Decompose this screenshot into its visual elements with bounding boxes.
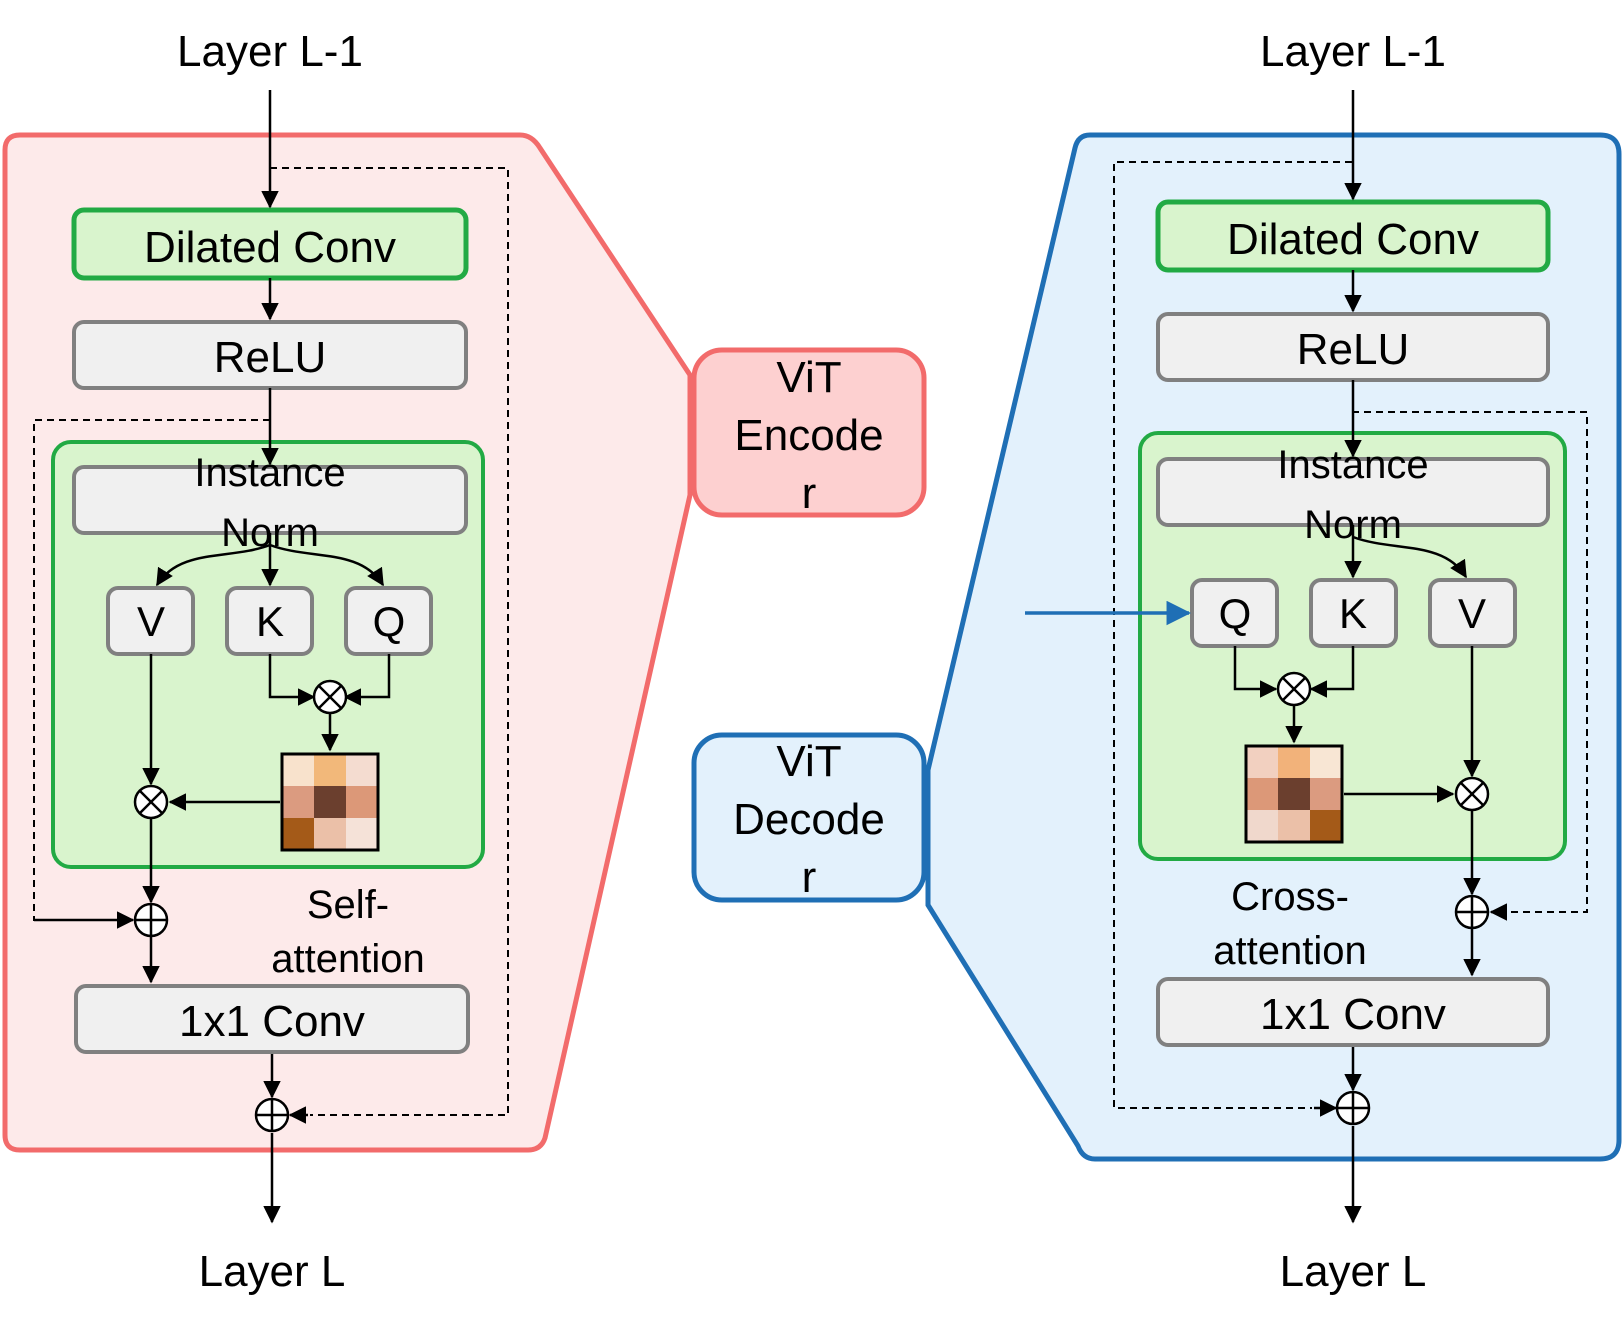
vit-decoder-line1: ViT: [776, 737, 841, 786]
attention-map-cell: [1310, 746, 1342, 778]
encoder-conv1x1-label: 1x1 Conv: [179, 997, 365, 1046]
encoder-v-label: V: [137, 598, 165, 645]
vit-encoder-box: [691, 347, 927, 518]
encoder-kq-multiply-icon: [312, 679, 348, 715]
attention-map-cell: [346, 818, 378, 850]
attention-map-cell: [1278, 810, 1310, 842]
attention-map-cell: [1310, 810, 1342, 842]
decoder-qk-multiply-icon: [1276, 671, 1312, 707]
attention-map-cell: [346, 754, 378, 786]
encoder-outer-add-icon: [254, 1097, 290, 1133]
attention-map-cell: [1246, 746, 1278, 778]
attention-map-cell: [1246, 810, 1278, 842]
decoder-inner-add-icon: [1454, 894, 1490, 930]
decoder-dilated-conv-label: Dilated Conv: [1227, 215, 1479, 264]
encoder-relu-label: ReLU: [214, 333, 327, 382]
vit-decoder-line3: r: [802, 853, 817, 902]
vit-decoder-line2: Decode: [733, 795, 885, 844]
attention-map-cell: [1278, 746, 1310, 778]
decoder-output-label: Layer L: [1280, 1247, 1427, 1296]
encoder-inner-add-icon: [133, 902, 169, 938]
decoder-outer-residual: [1113, 161, 1352, 1109]
decoder-attention-label-line2: attention: [1213, 929, 1366, 973]
vit-encoder-line2: Encode: [734, 411, 883, 460]
decoder-inner-residual: [1352, 411, 1588, 913]
encoder-outer-residual: [270, 167, 509, 1116]
decoder-attention-label-line1: Cross-: [1231, 875, 1349, 919]
attention-map-cell: [1310, 778, 1342, 810]
attention-map-cell: [314, 754, 346, 786]
encoder-attention-map: [280, 752, 380, 852]
encoder-attention-label-line2: attention: [271, 937, 424, 981]
attention-map-border: [280, 752, 380, 852]
vit-encoder-line3: r: [802, 469, 817, 518]
decoder-conv1x1-label: 1x1 Conv: [1260, 990, 1446, 1039]
decoder-input-label: Layer L-1: [1260, 27, 1446, 76]
decoder-k-label: K: [1339, 590, 1367, 637]
encoder-conv1x1-box: [74, 984, 470, 1054]
encoder-input-label: Layer L-1: [177, 27, 363, 76]
encoder-inner-residual: [33, 419, 270, 921]
decoder-conv1x1-box: [1156, 977, 1550, 1047]
encoder-v-multiply-icon: [133, 784, 169, 820]
vit-encoder-line1: ViT: [776, 353, 841, 402]
decoder-outer-add-icon: [1335, 1090, 1371, 1126]
attention-map-cell: [282, 818, 314, 850]
attention-map-cell: [314, 818, 346, 850]
encoder-q-label: Q: [373, 598, 406, 645]
encoder-output-label: Layer L: [199, 1247, 346, 1296]
attention-map-cell: [282, 754, 314, 786]
encoder-k-label: K: [256, 598, 284, 645]
attention-map-cell: [1246, 778, 1278, 810]
vit-decoder-box: [691, 732, 927, 903]
encoder-dilated-conv-label: Dilated Conv: [144, 223, 396, 272]
decoder-attention-map: [1244, 744, 1344, 844]
encoder-attention-label-line1: Self-: [307, 883, 389, 927]
decoder-v-multiply-icon: [1454, 776, 1490, 812]
attention-map-cell: [346, 786, 378, 818]
attention-map-cell: [282, 786, 314, 818]
attention-map-cell: [1278, 778, 1310, 810]
attention-map-border: [1244, 744, 1344, 844]
decoder-q-label: Q: [1219, 590, 1252, 637]
decoder-v-label: V: [1458, 590, 1486, 637]
decoder-relu-label: ReLU: [1297, 325, 1410, 374]
attention-map-cell: [314, 786, 346, 818]
